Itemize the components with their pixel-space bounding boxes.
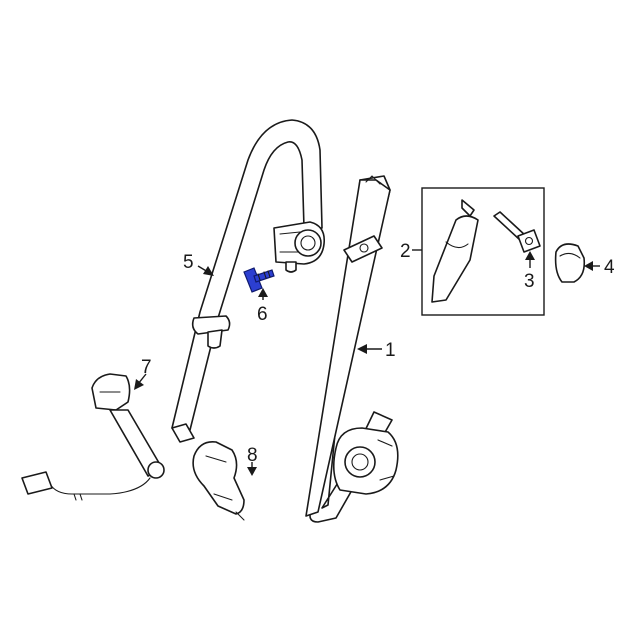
parts-2-3-inset-box [421, 187, 545, 316]
callout-7: 7 [134, 357, 152, 390]
callout-4-label: 4 [604, 257, 615, 278]
part-4-cap[interactable] [554, 243, 586, 283]
callout-8-label: 8 [247, 445, 258, 466]
callout-2: 2 [400, 241, 422, 262]
callout-1-label: 1 [385, 340, 396, 361]
callout-8: 8 [247, 445, 258, 476]
part-5-belt-assembly[interactable] [171, 119, 326, 443]
part-2-trim-cover[interactable] [431, 199, 479, 303]
part-3-bolt[interactable] [493, 211, 541, 253]
callout-5: 5 [183, 252, 214, 276]
callout-3-label: 3 [524, 271, 535, 292]
callout-3: 3 [524, 251, 535, 292]
part-6-bolt[interactable] [243, 267, 275, 293]
callout-2-label: 2 [400, 241, 411, 262]
callout-5-label: 5 [183, 252, 194, 273]
callout-4: 4 [584, 257, 615, 278]
part-1-adjuster-track[interactable] [305, 175, 399, 523]
part-8-buckle[interactable] [192, 440, 245, 521]
callout-1: 1 [357, 340, 396, 361]
callout-6-label: 6 [257, 304, 268, 325]
part-7-buckle-with-harness[interactable] [21, 373, 165, 501]
callout-6: 6 [257, 288, 268, 325]
callout-7-label: 7 [141, 357, 152, 378]
